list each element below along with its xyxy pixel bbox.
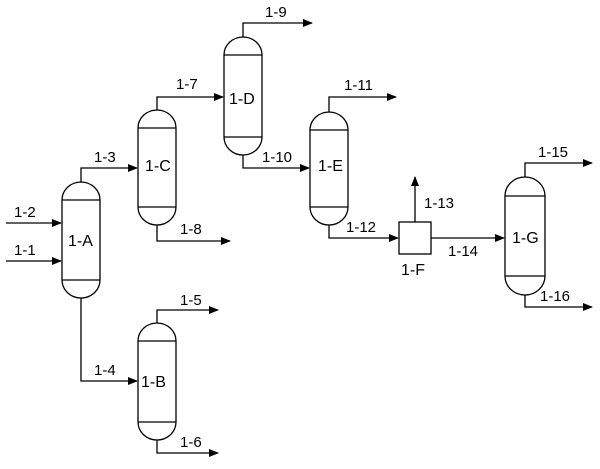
stream-label-1-15: 1-15 — [538, 144, 568, 161]
unit-label-1-f: 1-F — [401, 262, 425, 279]
stream-label-1-16: 1-16 — [540, 288, 570, 305]
unit-label-1-d: 1-D — [229, 91, 255, 108]
stream-1-3-line — [80, 164, 138, 182]
unit-label-1-g: 1-G — [512, 230, 539, 247]
stream-1-6-line — [156, 440, 219, 457]
stream-label-1-7: 1-7 — [176, 76, 198, 93]
stream-1-7-line — [156, 93, 224, 110]
stream-1-11-line — [328, 93, 397, 112]
stream-label-1-4: 1-4 — [94, 362, 116, 379]
stream-1-10-line — [242, 155, 310, 172]
unit-label-1-a: 1-A — [68, 233, 93, 250]
separator-1-f — [398, 221, 432, 255]
stream-label-1-9: 1-9 — [265, 4, 287, 21]
stream-label-1-1: 1-1 — [14, 242, 36, 259]
stream-label-1-10: 1-10 — [262, 149, 292, 166]
stream-label-1-11: 1-11 — [344, 77, 373, 94]
stream-1-12-line — [328, 225, 399, 242]
stream-label-1-6: 1-6 — [180, 434, 202, 451]
stream-label-1-13: 1-13 — [424, 195, 454, 212]
column-1-c — [137, 109, 177, 226]
stream-label-1-2: 1-2 — [14, 204, 36, 221]
column-1-g — [504, 176, 546, 296]
unit-label-1-e: 1-E — [318, 158, 343, 175]
column-1-b — [137, 322, 177, 441]
unit-label-1-c: 1-C — [145, 158, 171, 175]
unit-label-1-b: 1-B — [141, 374, 166, 391]
stream-label-1-12: 1-12 — [346, 219, 376, 236]
column-1-a — [61, 181, 101, 299]
column-1-e — [309, 111, 349, 226]
stream-1-8-line — [156, 225, 231, 245]
stream-label-1-8: 1-8 — [180, 221, 202, 238]
stream-1-15-line — [524, 159, 593, 177]
stream-1-4-line — [80, 298, 138, 385]
column-1-d — [223, 36, 263, 156]
stream-label-1-5: 1-5 — [180, 292, 202, 309]
stream-1-9-line — [242, 19, 313, 37]
stream-label-1-3: 1-3 — [94, 149, 116, 166]
stream-1-5-line — [156, 306, 219, 323]
stream-1-16-line — [524, 295, 593, 311]
stream-label-1-14: 1-14 — [448, 243, 478, 260]
